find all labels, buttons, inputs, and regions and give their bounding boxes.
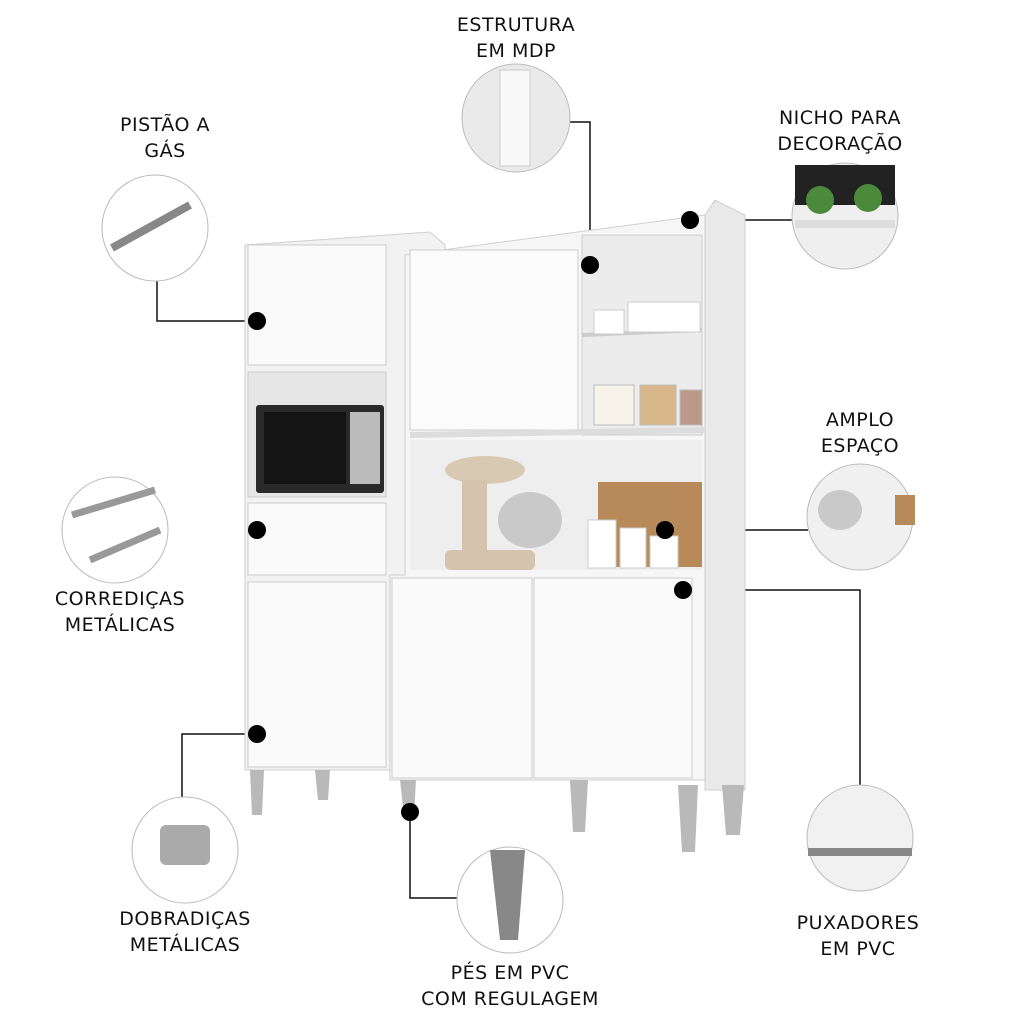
- label-estrutura: ESTRUTURA EM MDP: [457, 12, 575, 64]
- corredicas-detail: [61, 476, 169, 584]
- label-line: CORREDIÇAS: [54, 588, 186, 610]
- cabinet: [244, 199, 746, 852]
- label-dobradicas: DOBRADIÇAS METÁLICAS: [119, 906, 251, 958]
- label-line: ESTRUTURA: [456, 14, 576, 36]
- label-line: METÁLICAS: [64, 614, 176, 636]
- label-pistao: PISTÃO A GÁS: [120, 112, 210, 164]
- label-line: COM REGULAGEM: [421, 988, 599, 1010]
- puxadores-detail: [806, 784, 914, 892]
- label-line: ESPAÇO: [820, 435, 900, 457]
- label-line: NICHO PARA: [778, 107, 902, 129]
- markers: [248, 211, 699, 821]
- label-line: AMPLO: [825, 409, 895, 431]
- label-line: DECORAÇÃO: [777, 133, 903, 155]
- label-puxadores: PUXADORES EM PVC: [797, 910, 920, 962]
- label-line: EM MDP: [476, 40, 556, 62]
- detail-contents: [70, 69, 915, 940]
- label-line: GÁS: [144, 140, 186, 162]
- label-line: PISTÃO A: [120, 114, 210, 136]
- label-nicho: NICHO PARA DECORAÇÃO: [777, 105, 902, 157]
- label-line: DOBRADIÇAS: [119, 908, 251, 930]
- label-line: EM PVC: [820, 938, 896, 960]
- label-line: METÁLICAS: [129, 934, 241, 956]
- label-line: PUXADORES: [796, 912, 920, 934]
- label-pes: PÉS EM PVC COM REGULAGEM: [421, 960, 599, 1012]
- label-line: PÉS EM PVC: [450, 962, 570, 984]
- label-amplo: AMPLO ESPAÇO: [821, 407, 899, 459]
- label-corredicas: CORREDIÇAS METÁLICAS: [55, 586, 185, 638]
